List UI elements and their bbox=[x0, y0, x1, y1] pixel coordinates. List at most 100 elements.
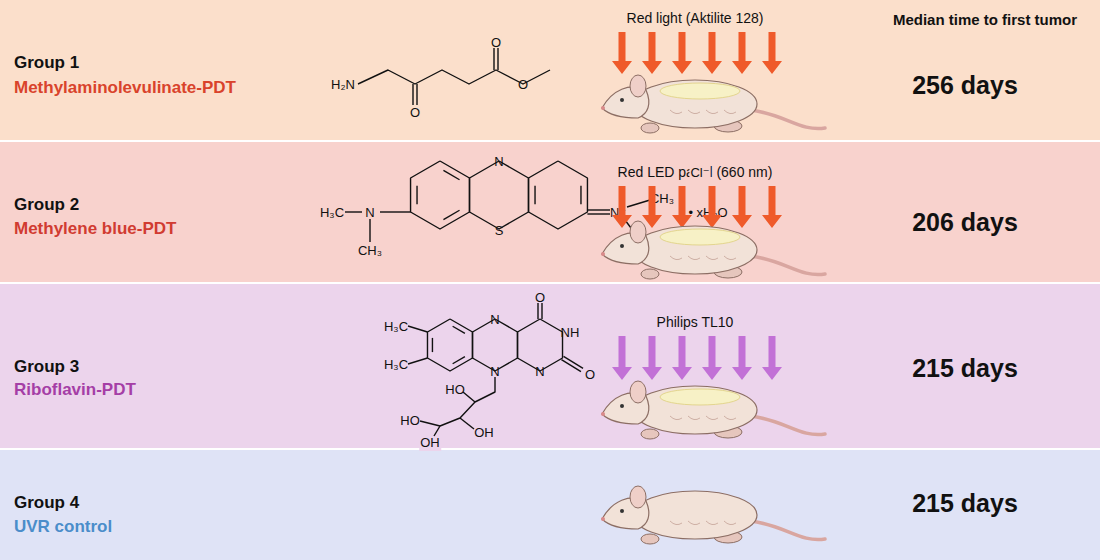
light-source: Red light (Aktilite 128) bbox=[627, 10, 764, 26]
ring-bond bbox=[470, 161, 529, 229]
skin-fold bbox=[670, 256, 682, 260]
atom-label: HO bbox=[444, 383, 466, 398]
name-holder: UVR control bbox=[14, 517, 112, 537]
skin-fold bbox=[724, 256, 736, 260]
time-holder: 206 days bbox=[912, 208, 1018, 237]
group-holder: Group 1 bbox=[14, 53, 79, 73]
mouse-body bbox=[633, 226, 757, 274]
atom-label: O bbox=[409, 106, 421, 121]
mouse-eye bbox=[620, 404, 624, 408]
mouse-body bbox=[633, 491, 757, 539]
treatment-name: Methylene blue-PDT bbox=[14, 219, 176, 239]
irradiated-patch bbox=[660, 389, 740, 405]
mouse-nose bbox=[601, 412, 605, 416]
mouse-eye bbox=[620, 98, 624, 102]
carbonyl-bond bbox=[541, 303, 542, 319]
light-arrow bbox=[762, 186, 782, 228]
light-arrow bbox=[702, 336, 722, 380]
methylene-blue-structure bbox=[345, 161, 650, 242]
light-arrow bbox=[672, 32, 692, 74]
light-arrow bbox=[762, 32, 782, 74]
mouse-nose bbox=[601, 252, 605, 256]
name-holder: Riboflavin-PDT bbox=[14, 380, 136, 400]
label-holder: H₃C bbox=[383, 317, 409, 335]
atom-label: HO bbox=[399, 414, 421, 429]
light-holder: Red light (Aktilite 128) bbox=[627, 9, 764, 27]
light-arrow bbox=[642, 32, 662, 74]
arrow-row bbox=[612, 336, 782, 380]
light-source: Philips TL10 bbox=[657, 314, 734, 330]
ring-double-bond bbox=[580, 186, 581, 205]
mouse-tail bbox=[750, 110, 825, 129]
group-number: Group 4 bbox=[14, 493, 79, 513]
carbonyl-bond bbox=[416, 84, 417, 105]
atom-label: OH bbox=[419, 436, 441, 451]
label-holder: H₃C bbox=[319, 203, 345, 221]
methyl-bond bbox=[627, 200, 650, 207]
hydroxyl-bond bbox=[460, 418, 474, 429]
hydroxyl-bond bbox=[463, 392, 475, 402]
carbonyl-bond bbox=[564, 356, 584, 368]
hairless-mouse bbox=[601, 221, 825, 279]
methyl-bond bbox=[408, 326, 428, 332]
group-number: Group 1 bbox=[14, 53, 79, 73]
mouse-tail bbox=[750, 416, 825, 435]
light-arrow bbox=[732, 186, 752, 228]
light-arrow bbox=[642, 186, 662, 228]
mouse-ear bbox=[630, 221, 646, 243]
light-arrows bbox=[612, 32, 782, 380]
skin-fold bbox=[724, 416, 736, 420]
atom-label: H₃C bbox=[319, 206, 345, 221]
mouse-ear bbox=[630, 486, 646, 508]
ring-double-bond bbox=[534, 186, 535, 205]
skin-fold bbox=[670, 521, 682, 525]
time-holder: 215 days bbox=[912, 354, 1018, 383]
skin-fold bbox=[706, 416, 718, 420]
atom-label: O bbox=[517, 78, 529, 93]
skin-fold bbox=[688, 416, 700, 420]
group-holder: Group 2 bbox=[14, 195, 79, 215]
treatment-name: Riboflavin-PDT bbox=[14, 380, 136, 400]
ring-double-bond bbox=[416, 186, 417, 205]
atom-label: O bbox=[490, 36, 502, 51]
skin-fold bbox=[688, 521, 700, 525]
mouse-nose bbox=[601, 106, 605, 110]
label-holder: S bbox=[494, 221, 505, 239]
hairless-mouse bbox=[601, 75, 825, 133]
mouse-front-leg bbox=[641, 429, 659, 439]
atom-label: O bbox=[534, 291, 546, 306]
atom-label: N bbox=[364, 206, 375, 221]
mouse-tail bbox=[750, 256, 825, 275]
label-holder: OH bbox=[419, 433, 441, 451]
label-holder: N bbox=[364, 203, 375, 221]
carbonyl-bond bbox=[493, 48, 494, 70]
atom-label: H₃C bbox=[383, 320, 409, 335]
atom-label: CH₃ bbox=[357, 244, 383, 259]
name-holder: Methylaminolevulinate-PDT bbox=[14, 78, 236, 98]
ring-bond bbox=[472, 319, 517, 371]
carbonyl-bond bbox=[412, 84, 413, 105]
irradiated-patch bbox=[660, 83, 740, 99]
light-arrow bbox=[612, 336, 632, 380]
chain-bond bbox=[358, 70, 550, 84]
median-time: 215 days bbox=[912, 489, 1018, 518]
group-band: Group 4 UVR control 215 days bbox=[0, 450, 1100, 560]
light-arrow bbox=[612, 32, 632, 74]
methyl-bond bbox=[408, 358, 428, 364]
group-holder: Group 3 bbox=[14, 357, 79, 377]
light-arrow bbox=[612, 186, 632, 228]
light-arrow bbox=[732, 32, 752, 74]
mouse-eye bbox=[620, 509, 624, 513]
light-arrow bbox=[732, 336, 752, 380]
median-time: 256 days bbox=[912, 71, 1018, 100]
label-holder: O bbox=[490, 33, 502, 51]
light-arrow bbox=[642, 336, 662, 380]
hydroxyl-bond bbox=[434, 426, 440, 436]
time-holder: 256 days bbox=[912, 71, 1018, 100]
label-holder: H₂N bbox=[330, 75, 356, 93]
label-holder: H₃C bbox=[383, 355, 409, 373]
hairless-mouse bbox=[601, 486, 825, 544]
mouse-ear bbox=[630, 381, 646, 403]
ring-bond bbox=[427, 319, 472, 371]
